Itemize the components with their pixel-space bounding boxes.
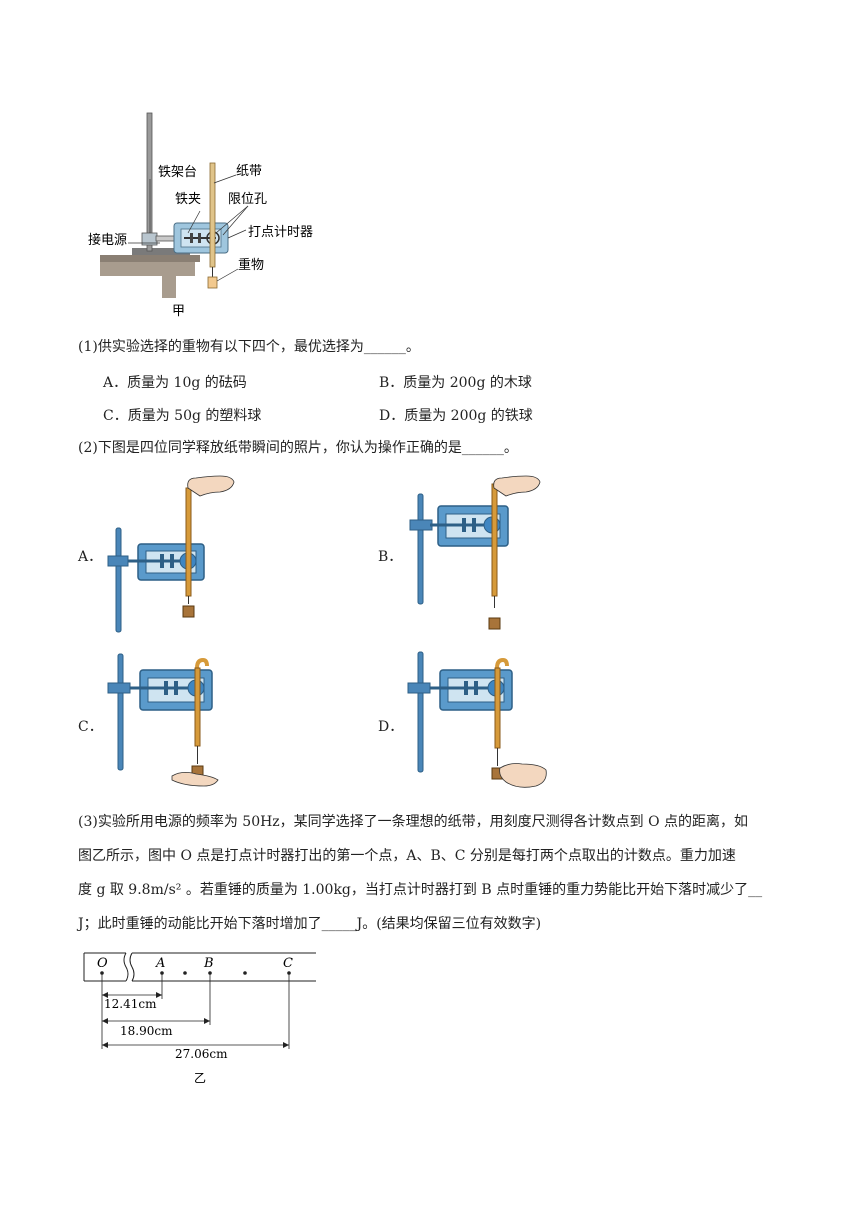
option-1d: D．质量为 200g 的铁球 [379, 408, 533, 424]
figure-caption-jia: 甲 [172, 304, 185, 319]
point-o: O [97, 956, 108, 971]
label-clamp: 铁夹 [175, 192, 201, 207]
label-weight: 重物 [238, 257, 264, 273]
photo-label-d: D． [378, 719, 404, 735]
photo-label-a: A． [78, 549, 103, 565]
release-photo-d [407, 651, 547, 788]
photo-label-c: C． [78, 719, 103, 735]
release-photo-a [107, 475, 235, 633]
distance-oc: 27.06cm [175, 1047, 228, 1061]
question-3-line-4: J；此时重锤的动能比开始下落时增加了_____J。(结果均保留三位有效数字) [78, 916, 542, 932]
figure-caption-yi: 乙 [194, 1071, 206, 1085]
release-photo-c [107, 653, 219, 787]
question-3-line-2: 图乙所示，图中 O 点是打点计时器打出的第一个点，A、B、C 分别是每打两个点取… [78, 848, 736, 864]
point-c: C [283, 956, 293, 971]
label-tape: 纸带 [236, 164, 262, 179]
point-a: A [155, 956, 165, 971]
label-limit-hole: 限位孔 [228, 192, 267, 207]
option-1c: C．质量为 50g 的塑料球 [103, 408, 262, 424]
label-stand: 铁架台 [158, 165, 197, 180]
point-b: B [203, 956, 214, 971]
distance-ob: 18.90cm [120, 1024, 173, 1038]
label-power: 接电源 [88, 232, 127, 248]
apparatus-figure: 铁架台 纸带 铁夹 限位孔 接电源 打点计时器 重物 甲 [88, 112, 313, 319]
option-1a: A．质量为 10g 的砝码 [103, 375, 247, 391]
question-1-stem: (1)供实验选择的重物有以下四个，最优选择为______。 [78, 339, 420, 355]
paper-tape-figure: O A B C 12.41cm 18.90cm 27.06cm 乙 [83, 952, 316, 1085]
label-timer: 打点计时器 [248, 225, 313, 240]
photo-label-b: B． [378, 549, 403, 565]
release-photo-b [409, 475, 541, 630]
question-3-line-3: 度 g 取 9.8m/s² 。若重锤的质量为 1.00kg，当打点计时器打到 B… [78, 882, 763, 898]
distance-oa: 12.41cm [104, 997, 157, 1011]
question-2-stem: (2)下图是四位同学释放纸带瞬间的照片，你认为操作正确的是______。 [78, 440, 518, 456]
option-1b: B．质量为 200g 的木球 [379, 375, 532, 391]
question-3-line-1: (3)实验所用电源的频率为 50Hz，某同学选择了一条理想的纸带，用刻度尺测得各… [78, 814, 749, 830]
